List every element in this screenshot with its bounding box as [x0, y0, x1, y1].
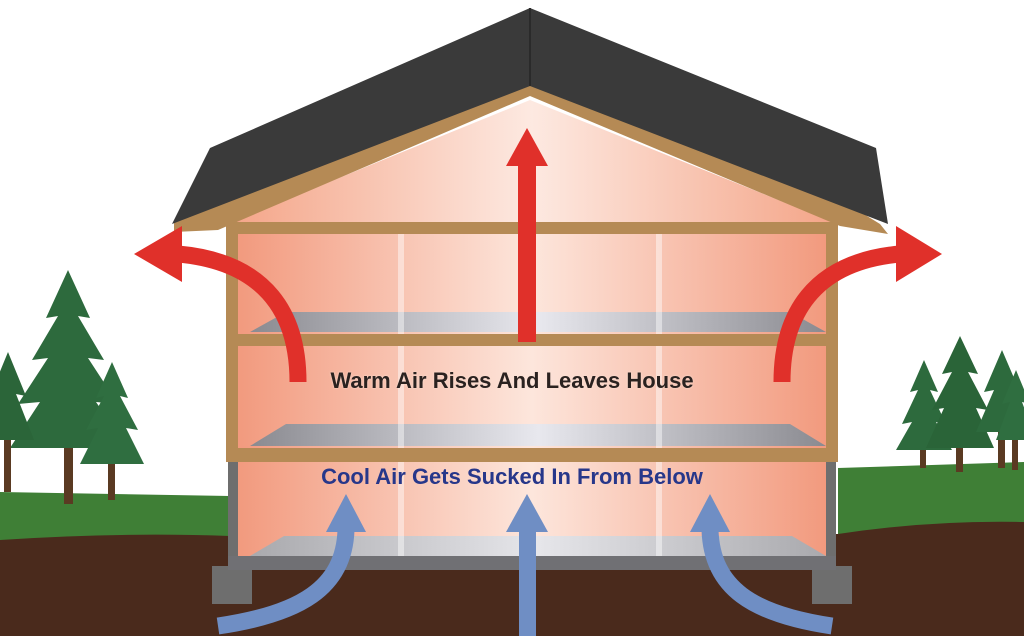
foundation	[212, 458, 852, 604]
house-frame	[226, 222, 838, 462]
tree-left-small	[80, 362, 144, 500]
footing-right	[812, 566, 852, 604]
tree-left-large	[10, 270, 128, 504]
cool-arrows	[216, 494, 834, 636]
tree-left-edge	[0, 352, 34, 492]
tree-right-4	[996, 370, 1024, 470]
warm-air-caption: Warm Air Rises And Leaves House	[330, 368, 694, 393]
roof	[172, 8, 888, 234]
upper-floor-surface	[250, 312, 826, 332]
tree-right-2	[926, 336, 994, 472]
basement-slab	[250, 536, 826, 556]
curved-in-left-arrow-icon	[216, 494, 366, 635]
up-arrow-icon	[506, 494, 548, 636]
curved-in-right-arrow-icon	[690, 494, 834, 635]
middle-story	[238, 346, 826, 448]
footing-left	[212, 566, 252, 604]
stud-bays	[398, 234, 662, 556]
cool-air-caption: Cool Air Gets Sucked In From Below	[321, 464, 703, 489]
up-arrow-icon	[506, 128, 548, 342]
curved-up-right-arrow-icon	[773, 226, 942, 383]
warm-arrows	[134, 128, 942, 383]
curved-up-left-arrow-icon	[134, 226, 307, 383]
middle-floor-surface	[250, 424, 826, 446]
